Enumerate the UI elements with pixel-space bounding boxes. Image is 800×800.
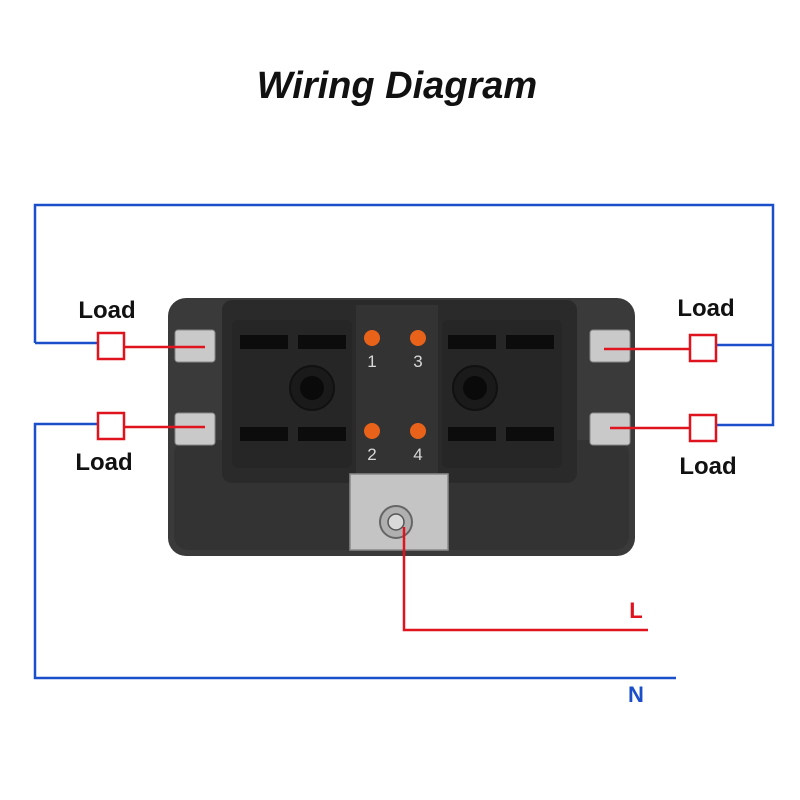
live-wire-supply [402,527,648,632]
blade-terminal-icon [174,412,216,446]
fuse-slot-number: 4 [413,445,422,464]
fuse-slot-number: 3 [413,352,422,371]
load-label-right-lower: Load [679,453,736,480]
fuse-slot-left-top-a [240,335,288,349]
led-indicator-icon [410,423,426,439]
load-label-left-lower: Load [75,449,132,476]
fuse-slot-right-top-b [506,335,554,349]
led-indicator-icon [410,330,426,346]
neutral-label: N [628,682,644,707]
fuse-slot-number: 1 [367,352,376,371]
led-indicator-icon [364,330,380,346]
live-label: L [629,598,642,623]
neutral-wire-left-lower [33,422,676,680]
fuse-box-icon: 1 3 2 4 [168,298,635,556]
load-box-right-lower [688,413,718,443]
fuse-slot-right-top-a [448,335,496,349]
load-label-left-upper: Load [78,297,135,324]
fuse-slot-right-bottom-a [448,427,496,441]
load-box-left-lower [96,411,126,441]
load-box-right-upper [688,333,718,363]
fuse-slot-left-bottom-a [240,427,288,441]
mount-hole-right-inner [463,376,487,400]
fuse-slot-right-bottom-b [506,427,554,441]
led-indicator-icon [364,423,380,439]
neutral-wiring [33,203,775,680]
load-boxes [96,331,718,443]
live-wiring [124,345,690,632]
load-box-left-upper [96,331,126,361]
fuse-slot-left-bottom-b [298,427,346,441]
page-title: Wiring Diagram [257,65,537,107]
neutral-wire-outer-loop [33,203,775,345]
mount-hole-left-inner [300,376,324,400]
load-label-right-upper: Load [677,295,734,322]
power-stud-nut [387,513,405,531]
blade-terminal-icon [589,329,631,363]
fuse-slot-left-top-b [298,335,346,349]
neutral-wire-right-lower [715,345,775,427]
fuse-slot-number: 2 [367,445,376,464]
